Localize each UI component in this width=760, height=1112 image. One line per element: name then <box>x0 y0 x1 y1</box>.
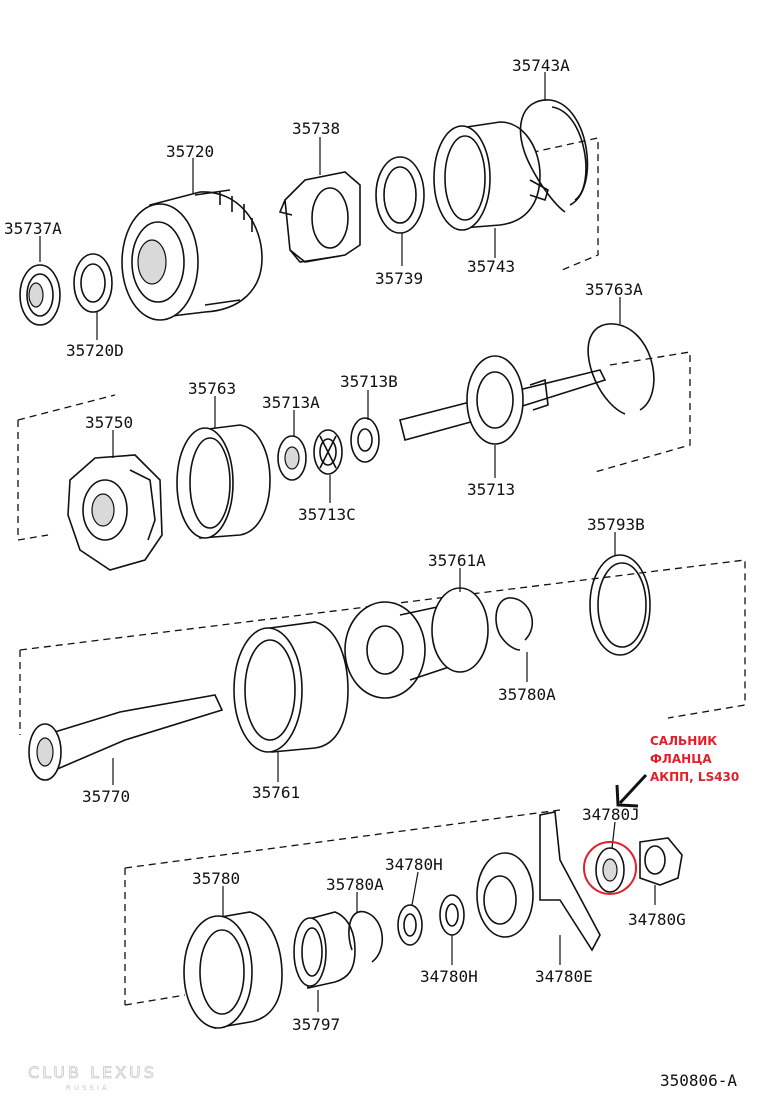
label-35739: 35739 <box>375 269 423 288</box>
label-34780h-top: 34780H <box>385 855 443 874</box>
label-35713a: 35713A <box>262 393 320 412</box>
label-35750: 35750 <box>85 413 133 432</box>
label-35743a: 35743A <box>512 56 570 75</box>
part-35713c-bearing <box>313 429 343 475</box>
watermark-region: RUSSIA <box>66 1084 110 1092</box>
label-35720: 35720 <box>166 142 214 161</box>
part-35738-hub <box>278 171 361 263</box>
group-outline-top <box>519 137 599 271</box>
label-34780g: 34780G <box>628 910 686 929</box>
label-34780e: 34780E <box>535 967 593 986</box>
part-35797-bearing <box>293 911 356 989</box>
part-35720d-washer <box>73 253 113 313</box>
leader-lines <box>39 72 656 1012</box>
annotation-line-2: ФЛАНЦА <box>650 752 712 766</box>
label-35763a: 35763A <box>585 280 643 299</box>
part-35780a-snap-ring-bottom <box>348 910 384 963</box>
part-35750-carrier <box>67 454 163 571</box>
label-35713b: 35713B <box>340 372 398 391</box>
part-35720-drum <box>121 189 263 321</box>
part-35713a-washer <box>277 435 307 481</box>
label-35763: 35763 <box>188 379 236 398</box>
seal-annotation: САЛЬНИК ФЛАНЦА АКПП, LS430 <box>583 734 739 895</box>
part-34780h-washer-a <box>397 904 423 946</box>
label-34780j: 34780J <box>582 805 640 824</box>
annotation-line-3: АКПП, LS430 <box>650 770 739 784</box>
label-35780a-bottom: 35780A <box>326 875 384 894</box>
label-35737a: 35737A <box>4 219 62 238</box>
part-35743-drum <box>433 121 549 231</box>
diagram-code: 350806-A <box>660 1071 737 1090</box>
label-35797: 35797 <box>292 1015 340 1034</box>
label-35761: 35761 <box>252 783 300 802</box>
label-35738: 35738 <box>292 119 340 138</box>
label-35780: 35780 <box>192 869 240 888</box>
part-35793b-ring <box>589 554 651 656</box>
part-34780j-oil-seal <box>595 847 625 893</box>
part-35713b-washer <box>350 417 380 463</box>
part-35763a-snap-ring <box>587 323 655 415</box>
part-35743a-snap-ring <box>519 99 589 213</box>
part-35780-drum <box>183 911 283 1029</box>
seal-highlight-circle <box>583 841 637 895</box>
label-34780h-bottom: 34780H <box>420 967 478 986</box>
label-35720d: 35720D <box>66 341 124 360</box>
part-35761-ring-gear <box>233 621 349 753</box>
label-35793b: 35793B <box>587 515 645 534</box>
part-35761a-disc <box>344 587 489 699</box>
part-35739-snap-ring <box>375 156 425 234</box>
watermark-brand: CLUB LEXUS <box>28 1063 157 1082</box>
annotation-line-1: САЛЬНИК <box>650 734 717 748</box>
pointer-arrow-icon <box>615 773 648 808</box>
label-35780a-top: 35780A <box>498 685 556 704</box>
club-lexus-watermark: CLUB LEXUS RUSSIA <box>28 1063 157 1092</box>
label-35761a: 35761A <box>428 551 486 570</box>
label-35713: 35713 <box>467 480 515 499</box>
label-35770: 35770 <box>82 787 130 806</box>
label-35713c: 35713C <box>298 505 356 524</box>
group-outline-bottom <box>124 809 561 1006</box>
part-35780a-snap-ring-top <box>495 597 534 651</box>
part-34780e-flange <box>476 811 601 952</box>
part-34780g-nut <box>639 837 683 886</box>
part-35713-shaft <box>399 355 607 445</box>
part-35763-ring-gear <box>176 424 271 539</box>
label-35743: 35743 <box>467 257 515 276</box>
part-35737a-seal <box>19 264 61 326</box>
part-35770-output-shaft <box>28 694 224 781</box>
part-34780h-washer-b <box>439 894 465 936</box>
